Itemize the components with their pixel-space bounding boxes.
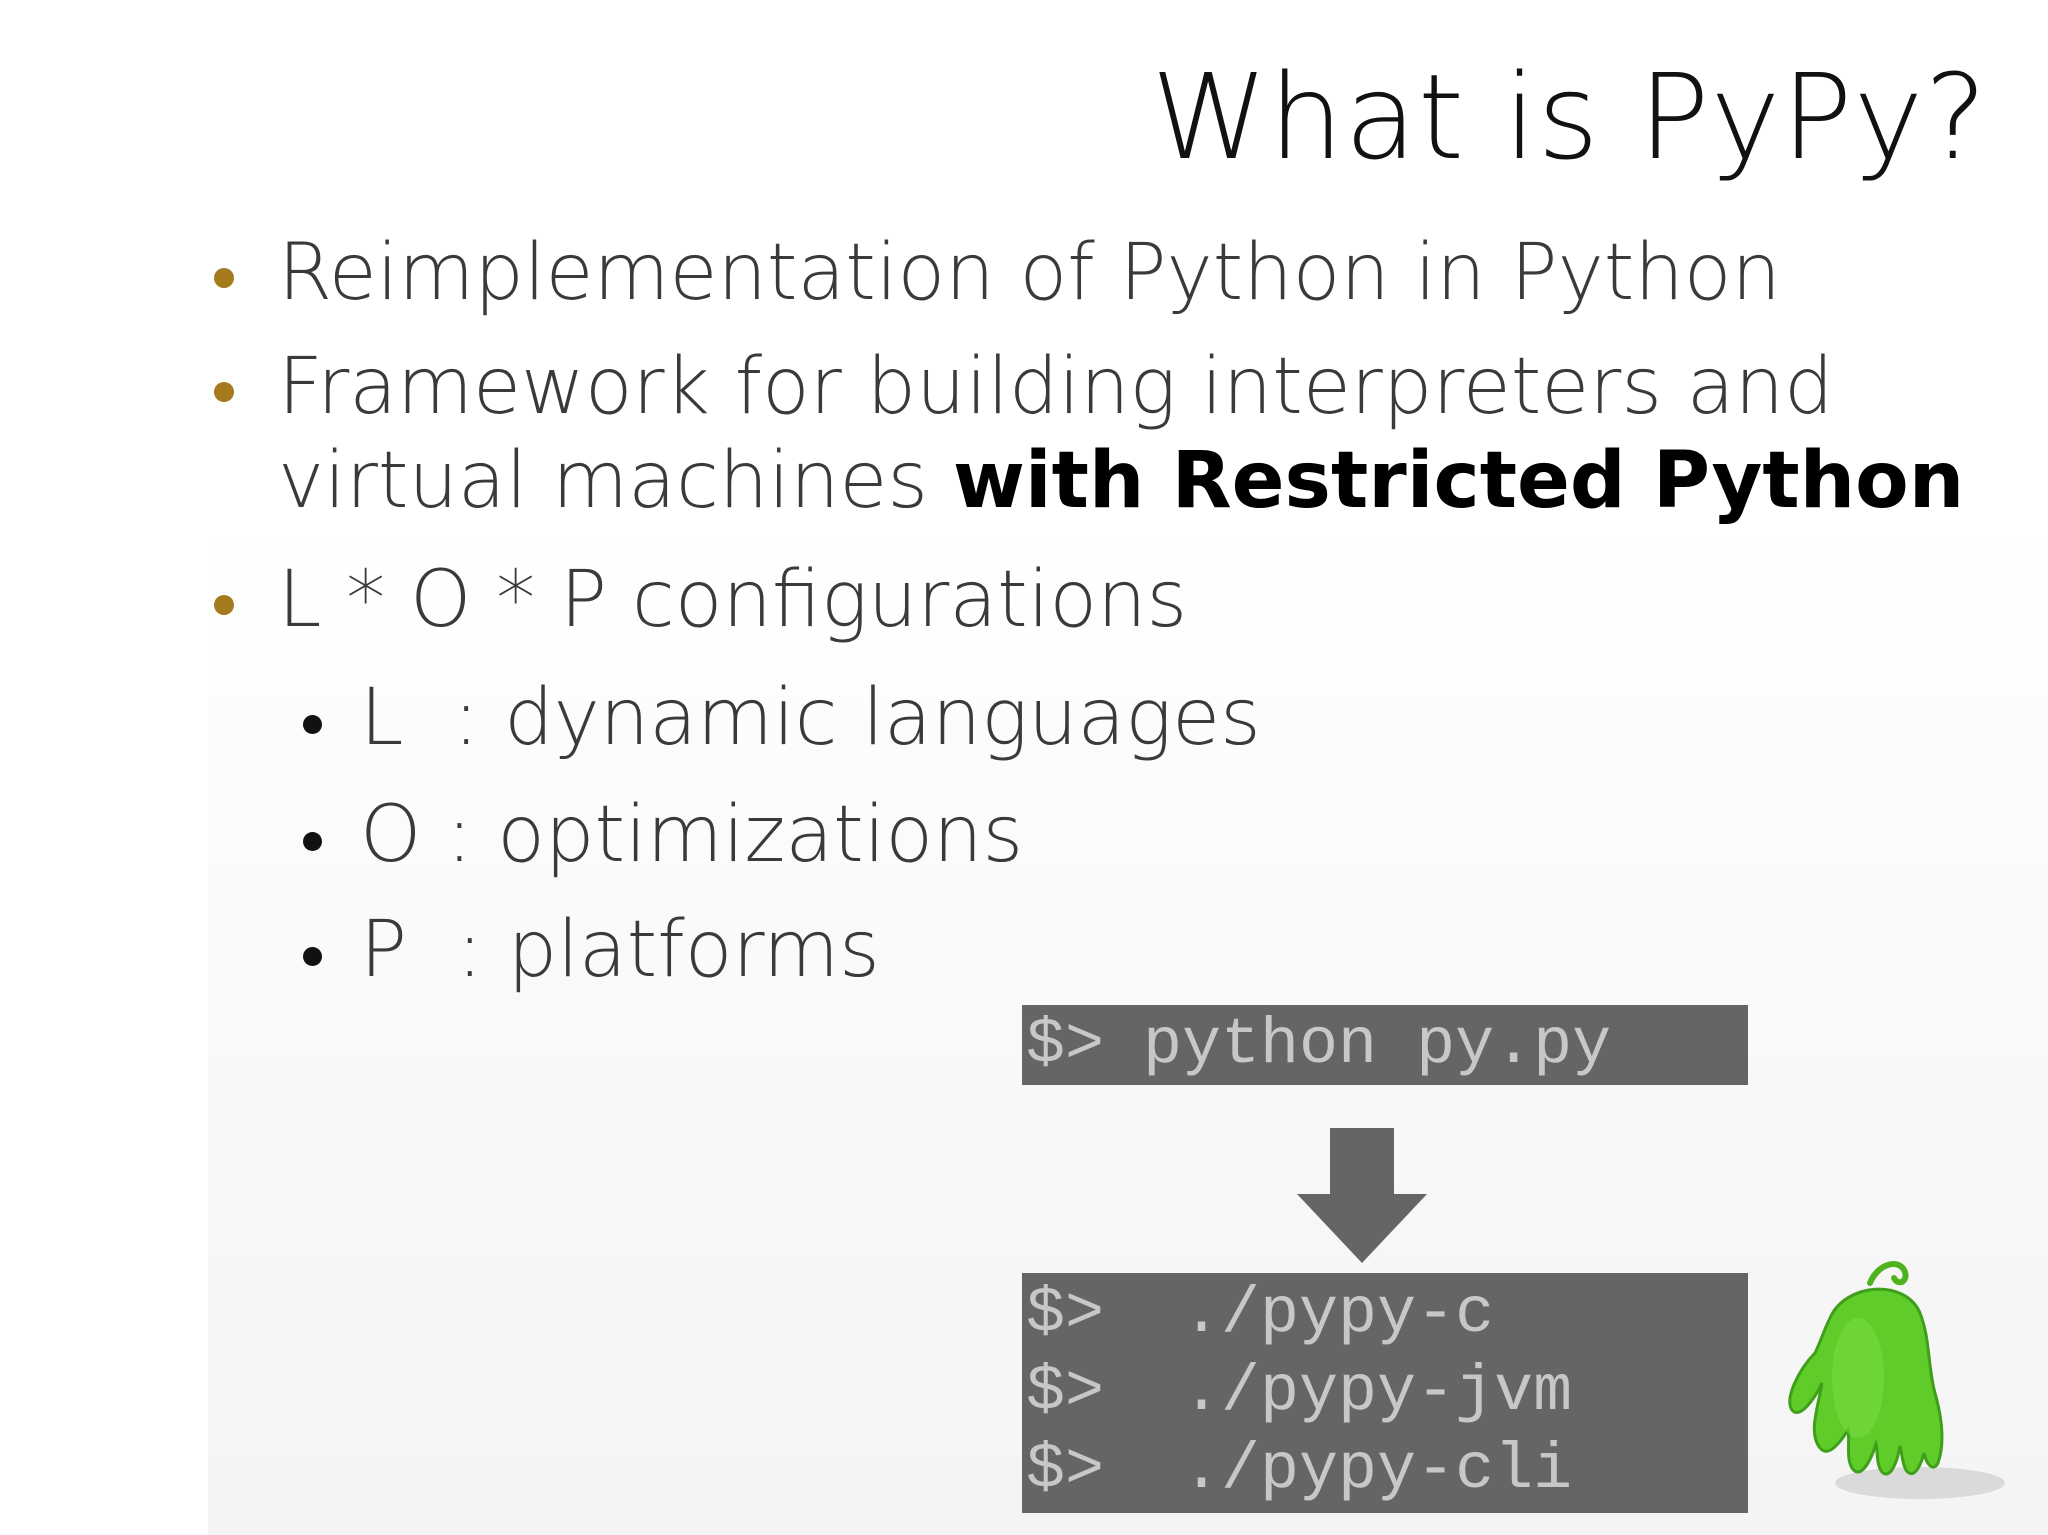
bullet-item: Framework for building interpreters and xyxy=(214,342,1834,432)
slide-title: What is PyPy? xyxy=(1151,48,1988,186)
bullet-text-emphasis: with Restricted Python xyxy=(952,436,1965,526)
sub-bullet-item: L : dynamic languages xyxy=(303,673,1261,763)
command-box-top: $> python py.py xyxy=(1022,1005,1748,1085)
bullet-dot xyxy=(214,595,234,615)
sub-bullet-item: O : optimizations xyxy=(303,790,1024,880)
bullet-item-continuation: virtual machines with Restricted Python xyxy=(278,436,1964,526)
bullet-item: L * O * P configurations xyxy=(214,555,1188,645)
sub-bullet-dot xyxy=(303,715,322,734)
sub-bullet-item: P : platforms xyxy=(303,905,880,995)
bullet-text: L * O * P configurations xyxy=(278,555,1188,645)
sub-bullet-dot xyxy=(303,947,322,966)
down-arrow-icon xyxy=(1297,1128,1427,1263)
command-line: $> ./pypy-cli xyxy=(1026,1433,1573,1507)
command-line: $> python py.py xyxy=(1026,1008,1612,1082)
bullet-dot xyxy=(214,268,234,288)
sub-bullet-dot xyxy=(303,832,322,851)
bullet-item: Reimplementation of Python in Python xyxy=(214,228,1781,318)
command-line: $> ./pypy-jvm xyxy=(1026,1355,1573,1429)
pypy-mascot-icon xyxy=(1788,1261,2005,1499)
sub-bullet-text: P : platforms xyxy=(360,905,880,995)
command-line: $> ./pypy-c xyxy=(1026,1277,1495,1351)
sub-bullet-text: L : dynamic languages xyxy=(360,673,1261,763)
bullet-text-line1: Framework for building interpreters and xyxy=(278,342,1834,432)
bullet-text-line2: virtual machines xyxy=(278,436,953,526)
sub-bullet-text: O : optimizations xyxy=(360,790,1024,880)
command-box-bottom: $> ./pypy-c $> ./pypy-jvm $> ./pypy-cli xyxy=(1022,1273,1748,1513)
bullet-dot xyxy=(214,382,234,402)
bullet-text: Reimplementation of Python in Python xyxy=(278,228,1781,318)
